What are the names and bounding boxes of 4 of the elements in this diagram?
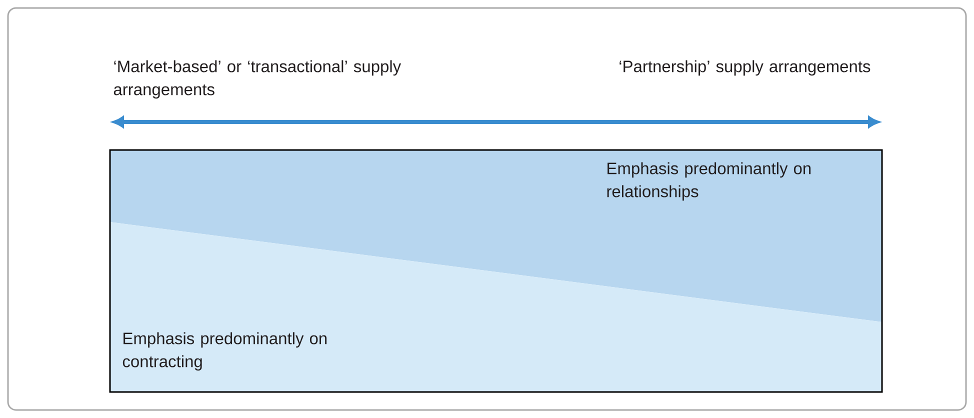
shaded-region: Emphasis predominantly on contracting [110,222,882,392]
end-label: ‘Partnership’ supply arrangements [620,60,870,76]
end-label: ‘Market-based’ or ‘transactional’ supply arrangements [114,60,402,99]
shaded-region: Emphasis predominantly on relationships [110,150,882,322]
